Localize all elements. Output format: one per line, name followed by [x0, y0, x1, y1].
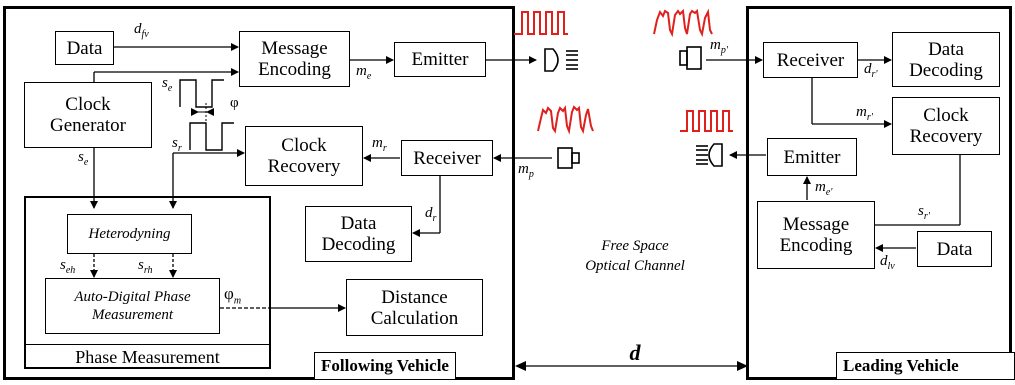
message-encoding-block-leading: Message Encoding	[757, 201, 875, 269]
label-s-r: sr	[172, 135, 182, 155]
headlight-emitter-icon-leading	[696, 143, 723, 167]
message-encoding-block-following: Message Encoding	[239, 31, 350, 87]
headlight-emitter-icon-following	[544, 48, 578, 72]
label-m-p: mp	[518, 161, 534, 181]
square-wave-signal-emitted	[514, 11, 568, 35]
label-s-e: se	[78, 149, 89, 169]
label-d-r: dr	[425, 205, 437, 225]
label-m-e: me	[356, 63, 372, 83]
label-s-r-prime: sr'	[918, 203, 930, 223]
label-d-lv: dlv	[880, 253, 895, 273]
phase-measurement-title: Phase Measurement	[26, 344, 269, 369]
heterodyning-block: Heterodyning	[67, 214, 192, 254]
label-phi-m: φm	[224, 284, 242, 307]
receiver-block-leading: Receiver	[763, 42, 858, 78]
leading-vehicle-title: Leading Vehicle	[836, 352, 1015, 380]
phase-measurement-frame	[24, 196, 271, 369]
data-block-following: Data	[55, 31, 114, 65]
emitter-block-following: Emitter	[394, 42, 486, 77]
receiver-block-following: Receiver	[401, 140, 493, 176]
emitter-block-leading: Emitter	[767, 138, 857, 176]
label-s-eh: seh	[60, 257, 76, 277]
following-vehicle-frame	[3, 6, 515, 380]
label-m-r: mr	[372, 135, 387, 155]
clock-recovery-block-leading: Clock Recovery	[892, 97, 1000, 155]
label-s-e-top: se	[162, 75, 173, 95]
clock-recovery-block-following: Clock Recovery	[245, 126, 363, 186]
label-d-r-prime: dr'	[864, 61, 878, 81]
photodiode-receiver-icon-following	[557, 147, 580, 169]
free-space-optical-channel-label: Free Space Optical Channel	[585, 238, 685, 274]
auto-digital-phase-measurement-block: Auto-Digital Phase Measurement	[45, 278, 220, 334]
data-decoding-block-leading: Data Decoding	[892, 32, 1000, 87]
data-decoding-block-following: Data Decoding	[305, 206, 412, 262]
label-m-p-prime: mp'	[710, 37, 728, 57]
label-m-r-prime: mr'	[856, 104, 873, 124]
noisy-signal-received-following	[537, 105, 594, 135]
distance-label: d	[629, 340, 641, 365]
clock-signal-illustration	[179, 79, 234, 151]
data-block-leading: Data	[917, 231, 992, 267]
label-d-fv: dfv	[134, 21, 149, 41]
square-wave-signal-leading	[680, 110, 733, 132]
clock-generator-block: Clock Generator	[24, 82, 152, 148]
label-s-rh: srh	[138, 257, 153, 277]
following-vehicle-title: Following Vehicle	[314, 352, 456, 380]
label-m-e-prime: me'	[815, 179, 833, 199]
distance-calculation-block: Distance Calculation	[346, 279, 483, 336]
noisy-signal-received-leading	[653, 8, 713, 38]
label-phi: φ	[230, 95, 239, 111]
photodiode-receiver-icon-leading	[679, 46, 702, 70]
